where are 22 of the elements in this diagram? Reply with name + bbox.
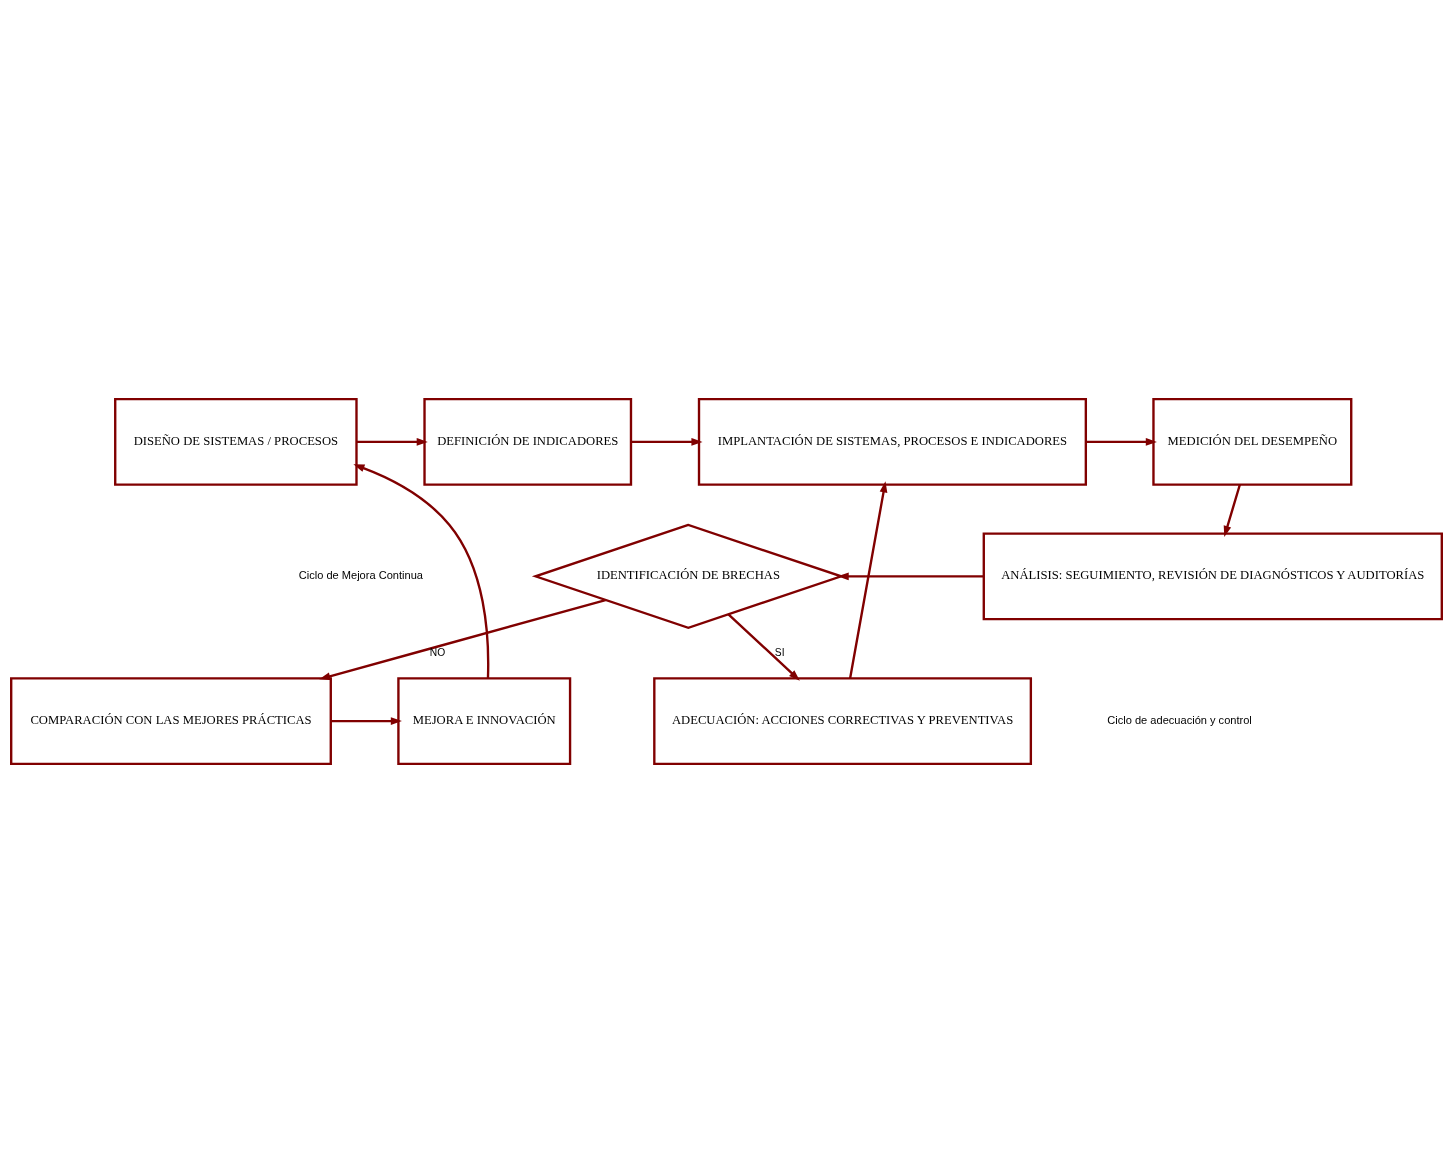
arrow: [353, 463, 490, 678]
arrow: [727, 613, 800, 681]
arrow: [319, 598, 606, 680]
edge-label: SI: [774, 646, 785, 658]
node-box: IMPLANTACIÓN DE SISTEMAS, PROCESOS E INDICADORES: [697, 397, 1087, 486]
arrow: [1223, 483, 1241, 537]
node-box: ANÁLISIS: SEGUIMIENTO, REVISIÓN DE DIAGNÓSTICOS Y AUDITORÍAS: [982, 531, 1443, 620]
node-box: DISEÑO DE SISTEMAS / PROCESOS: [114, 397, 358, 486]
node-box: MEJORA E INNOVACIÓN: [397, 676, 572, 765]
arrow: [837, 571, 984, 580]
arrow: [631, 437, 703, 446]
node-box: COMPARACIÓN CON LAS MEJORES PRÁCTICAS: [10, 676, 332, 765]
node-box: ADECUACIÓN: ACCIONES CORRECTIVAS Y PREVENTIVAS: [653, 676, 1033, 765]
node-box: MEDICIÓN DEL DESEMPEÑO: [1152, 397, 1353, 486]
arrow: [331, 716, 402, 725]
node-box: DEFINICIÓN DE INDICADORES: [423, 397, 633, 486]
edge-label: NO: [429, 646, 446, 658]
label: Ciclo de adecuación y control: [1107, 713, 1252, 726]
arrow: [848, 480, 888, 678]
arrow: [356, 437, 428, 446]
label: Ciclo de Mejora Continua: [298, 568, 423, 581]
arrow: [1086, 437, 1157, 446]
